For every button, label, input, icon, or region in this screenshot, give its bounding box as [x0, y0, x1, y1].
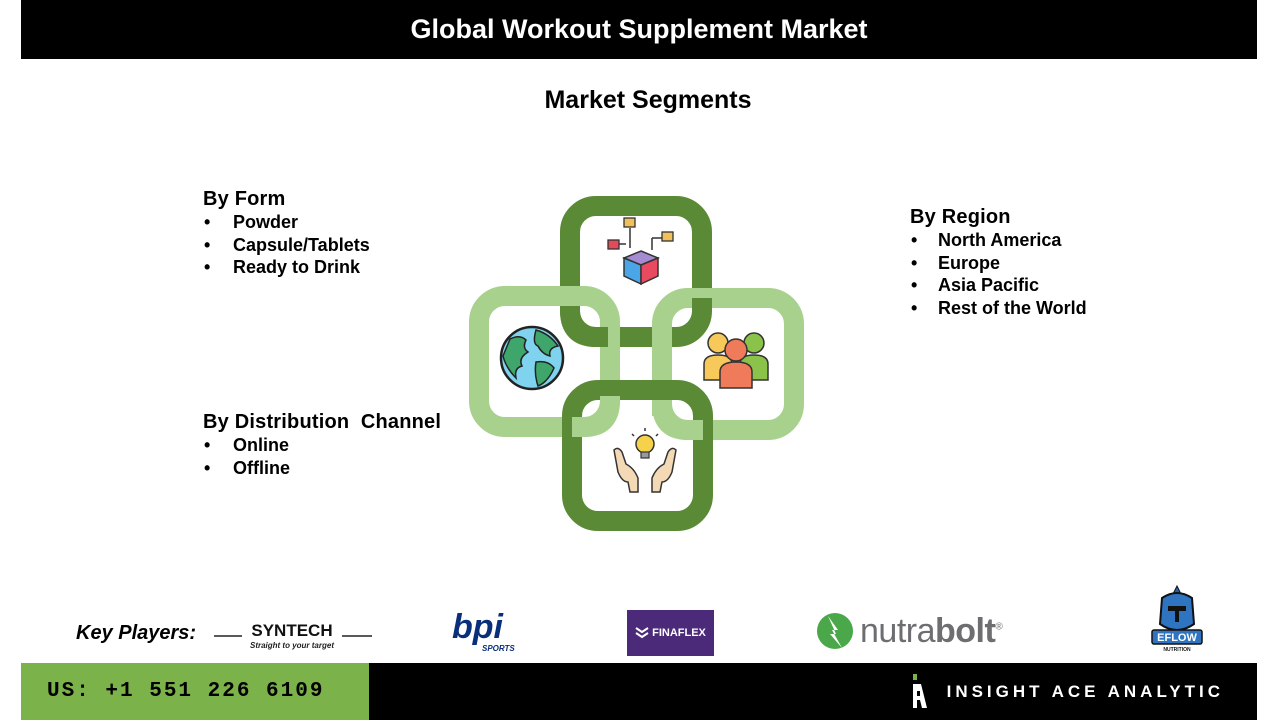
list-item: • Powder: [203, 211, 370, 234]
nutrabolt-wordmark: nutrabolt®: [860, 611, 1003, 651]
list-item-label: North America: [938, 230, 1062, 250]
bottom-ring: [562, 380, 713, 531]
top-ring: [560, 196, 712, 347]
segment-title: By Region: [910, 206, 1011, 228]
right-ring: [652, 288, 804, 440]
nutrabolt-word-bold: bolt: [935, 611, 996, 650]
bullet: •: [911, 252, 918, 273]
bullet: •: [204, 212, 211, 232]
finaflex-mark-icon: [635, 627, 649, 639]
finaflex-wordmark: FINAFLEX: [652, 627, 706, 639]
bullet: •: [911, 275, 918, 295]
list-item-label: Powder: [233, 212, 299, 232]
list-item: • Rest of the World: [910, 297, 1087, 320]
list-item: • Capsule/Tablets: [203, 234, 370, 257]
company-name: INSIGHT ACE ANALYTIC: [946, 681, 1224, 701]
segment-list: • North America • Europe • Asia Pacific • Re…: [910, 229, 1087, 319]
list-item: • Asia Pacific: [910, 274, 1087, 297]
bullet: •: [204, 457, 211, 478]
segment-title: By Form: [203, 188, 286, 210]
page-title: Global Workout Supplement Market: [410, 14, 868, 44]
list-item-label: Offline: [233, 457, 290, 478]
bullet: •: [204, 234, 211, 255]
list-item-label: Capsule/Tablets: [233, 234, 370, 255]
cube-network-icon: [607, 217, 674, 286]
list-item: • Offline: [203, 457, 441, 480]
list-item-label: Rest of the World: [938, 297, 1087, 318]
people-group-icon: [703, 332, 769, 389]
nutrabolt-word-light: nutra: [860, 611, 936, 650]
nutrabolt-registered-mark: ®: [995, 621, 1003, 633]
list-item-label: Asia Pacific: [938, 275, 1040, 295]
footer-brand-bar: INSIGHT ACE ANALYTIC: [369, 663, 1257, 720]
interlocking-segments-graphic: [469, 196, 804, 531]
bullet: •: [911, 297, 918, 318]
eflow-wordmark: EFLOW: [1157, 632, 1197, 644]
key-players-label: Key Players:: [76, 622, 197, 644]
syntech-wordmark: SYNTECH: [251, 621, 332, 640]
list-item: • North America: [910, 229, 1087, 252]
section-subtitle: Market Segments: [544, 86, 752, 114]
list-item: • Ready to Drink: [203, 256, 370, 279]
segment-by-region: By Region • North America • Europe • Asia P…: [910, 206, 1087, 319]
eflow-nutrition-logo: EFLOW NUTRITION: [1151, 584, 1203, 653]
globe-icon: [499, 325, 565, 391]
syntech-logo: SYNTECH Straight to your target: [214, 621, 372, 650]
segment-title: By Distribution Channel: [203, 411, 442, 433]
hands-lightbulb-icon: [613, 428, 677, 493]
list-item: • Europe: [910, 252, 1087, 275]
bullet: •: [204, 435, 211, 455]
segment-by-distribution-channel: By Distribution Channel • Online • Offline: [203, 411, 441, 479]
left-ring: [469, 286, 620, 437]
finaflex-logo: FINAFLEX: [627, 610, 714, 656]
bpi-sub: SPORTS: [482, 644, 515, 653]
nutrabolt-bolt-icon: [817, 613, 853, 649]
bpi-sports-logo: bpi SPORTS: [452, 608, 515, 653]
footer-phone-bar: US: +1 551 226 6109: [21, 663, 369, 720]
list-item: • Online: [203, 434, 441, 457]
bpi-wordmark: bpi: [452, 608, 505, 646]
segment-list: • Online • Offline: [203, 434, 441, 479]
title-bar: Global Workout Supplement Market: [21, 0, 1257, 59]
bullet: •: [204, 257, 211, 277]
bullet: •: [911, 230, 918, 250]
list-item-label: Europe: [938, 252, 1001, 273]
insight-ace-logo-icon: [912, 673, 927, 708]
segment-by-form: By Form • Powder • Capsule/Tablets • Ready …: [203, 188, 370, 279]
list-item-label: Online: [233, 435, 290, 455]
syntech-tagline: Straight to your target: [250, 641, 334, 650]
list-item-label: Ready to Drink: [233, 257, 361, 277]
eflow-sub: NUTRITION: [1163, 647, 1191, 653]
nutrabolt-logo: nutrabolt®: [816, 606, 1006, 656]
phone-number: US: +1 551 226 6109: [47, 680, 325, 703]
segment-list: • Powder • Capsule/Tablets • Ready to Drink: [203, 211, 370, 279]
